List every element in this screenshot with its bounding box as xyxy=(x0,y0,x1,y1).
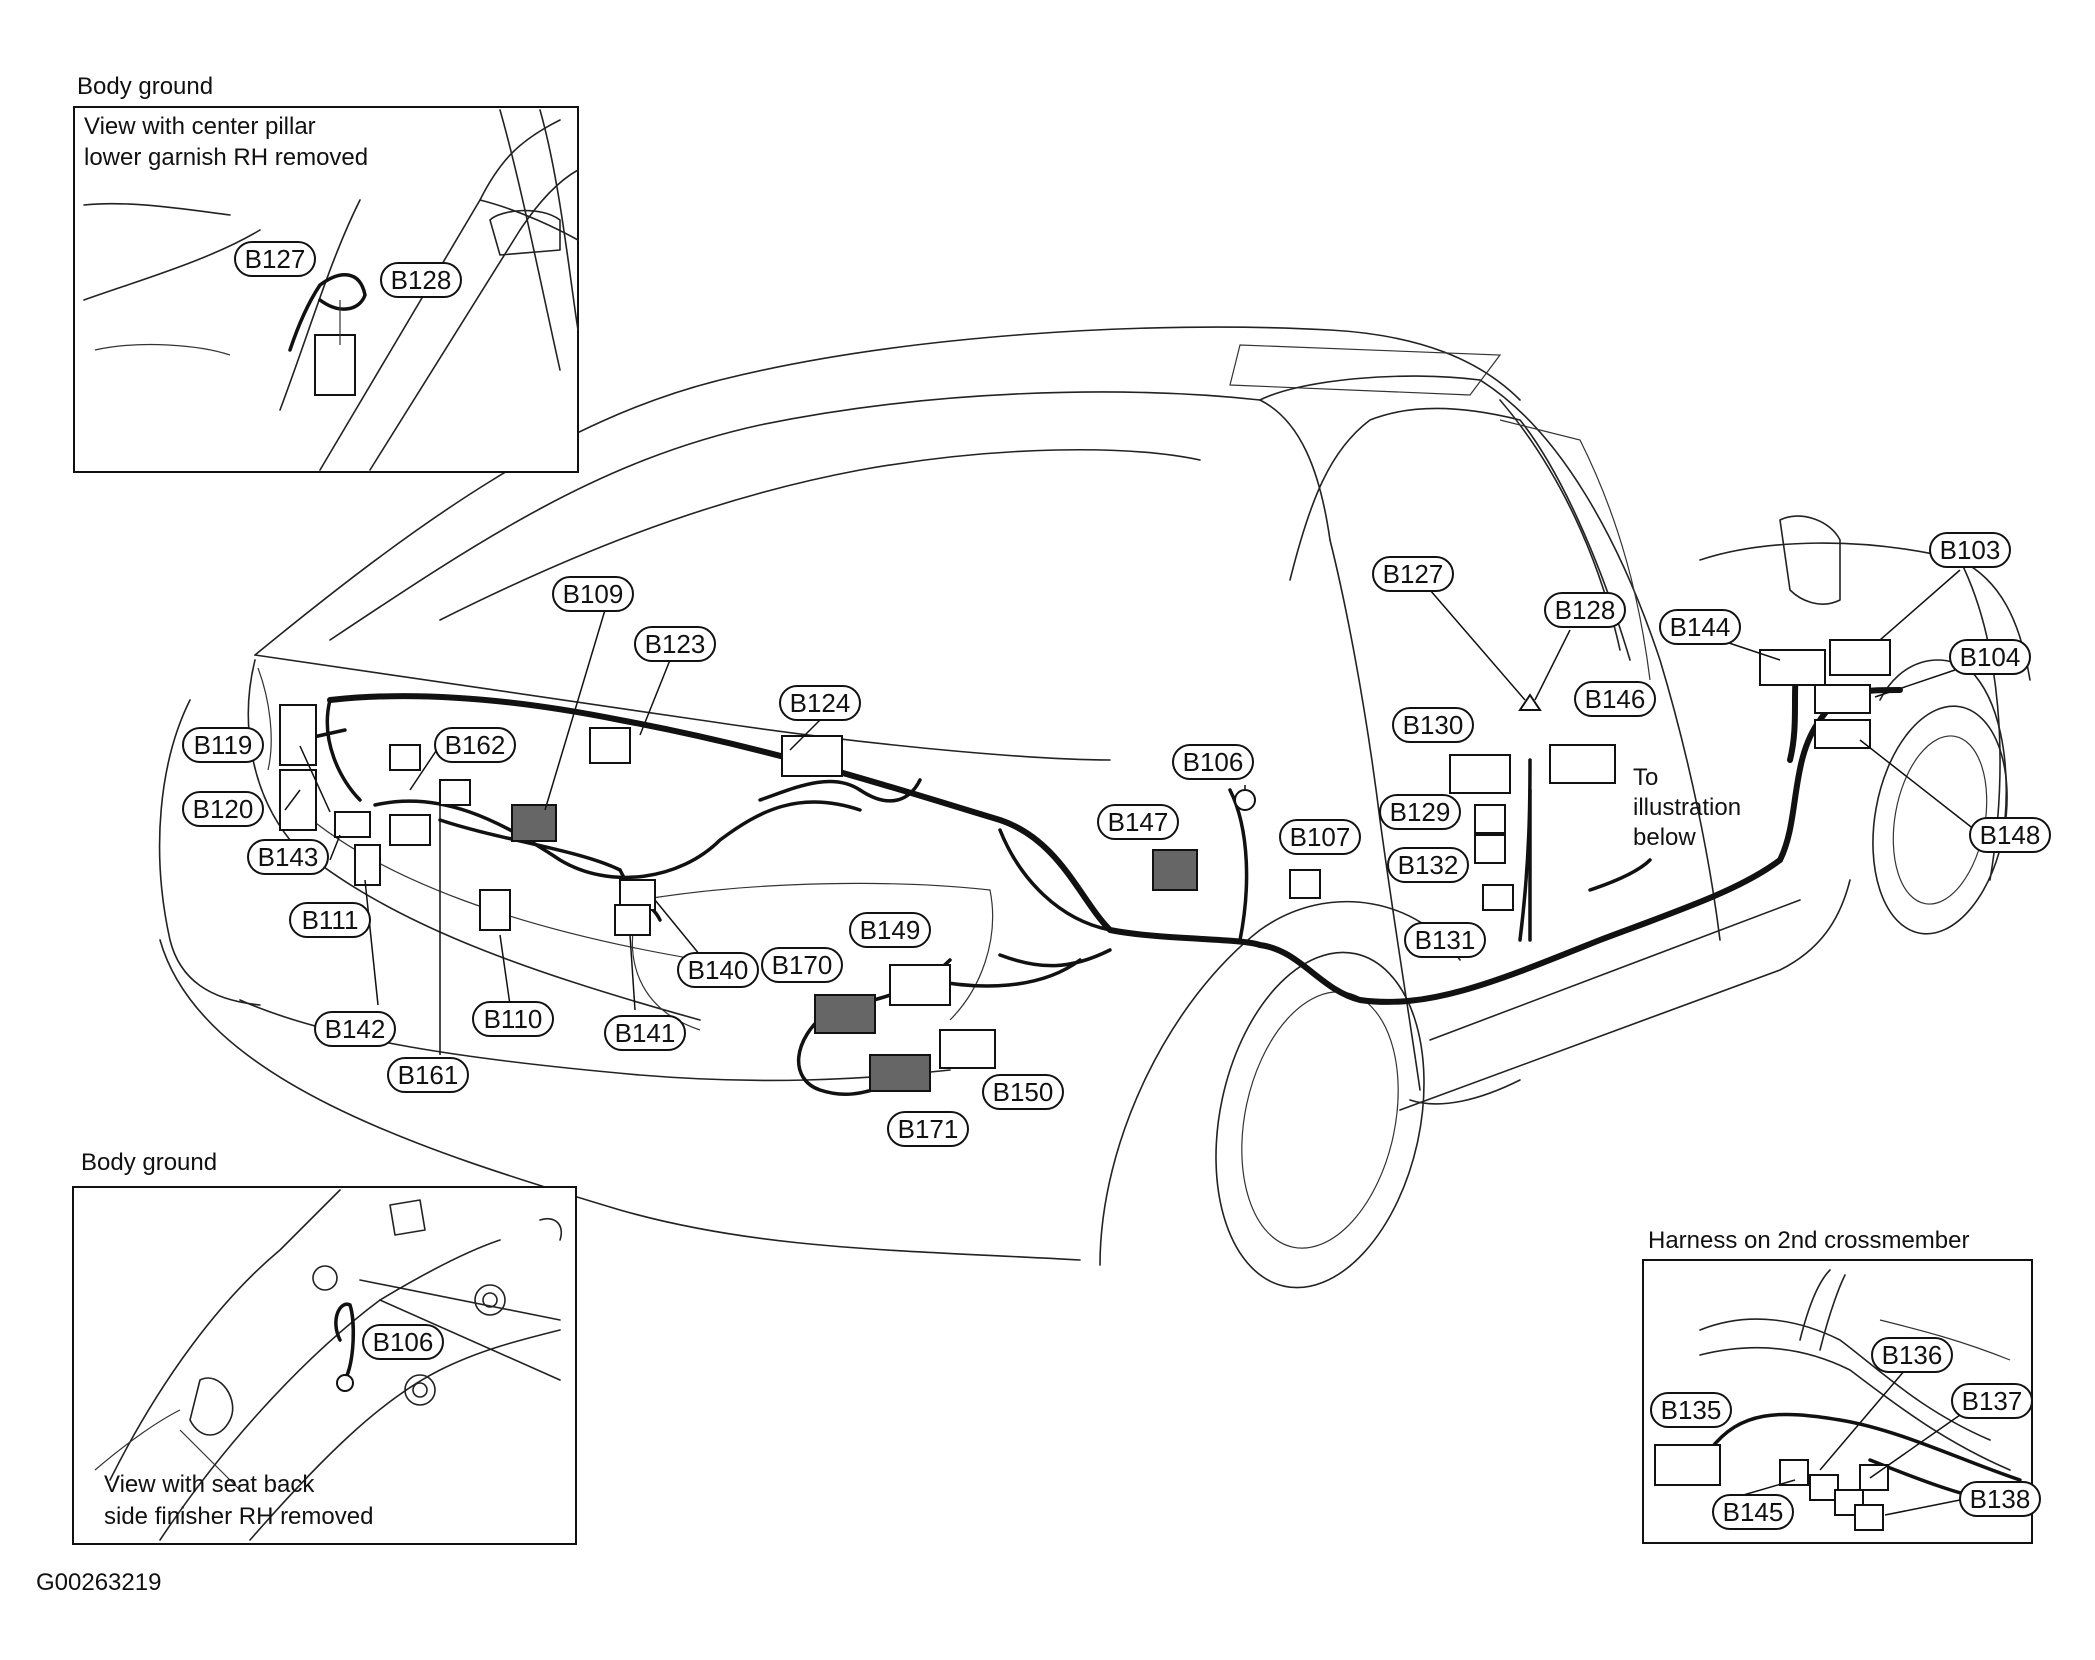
svg-text:B106: B106 xyxy=(373,1327,434,1357)
svg-text:B162: B162 xyxy=(445,730,506,760)
inset-bl-note-2: side finisher RH removed xyxy=(104,1503,373,1530)
inset-br-label-B137: B137 xyxy=(1951,1383,2033,1419)
label-B104: B104 xyxy=(1949,639,2031,675)
label-B120: B120 xyxy=(182,791,264,827)
inset-tl-heading: Body ground xyxy=(77,73,213,100)
inset-tl-note-2: lower garnish RH removed xyxy=(84,144,368,171)
note-below: below xyxy=(1633,824,1696,851)
svg-text:B127: B127 xyxy=(245,244,306,274)
label-B162: B162 xyxy=(434,727,516,763)
label-B147: B147 xyxy=(1097,804,1179,840)
svg-text:B148: B148 xyxy=(1980,820,2041,850)
svg-text:B140: B140 xyxy=(688,955,749,985)
svg-text:B161: B161 xyxy=(398,1060,459,1090)
svg-text:B136: B136 xyxy=(1882,1340,1943,1370)
label-B148: B148 xyxy=(1969,817,2051,853)
label-B110: B110 xyxy=(472,1001,554,1037)
label-B109: B109 xyxy=(552,576,634,612)
svg-text:B135: B135 xyxy=(1661,1395,1722,1425)
svg-text:B104: B104 xyxy=(1960,642,2021,672)
note-to: To xyxy=(1633,764,1658,791)
label-B106: B106 xyxy=(1172,744,1254,780)
svg-text:B107: B107 xyxy=(1290,822,1351,852)
svg-text:B131: B131 xyxy=(1415,925,1476,955)
svg-text:B171: B171 xyxy=(898,1114,959,1144)
svg-text:B137: B137 xyxy=(1962,1386,2023,1416)
label-B103: B103 xyxy=(1929,532,2011,568)
svg-text:B130: B130 xyxy=(1403,710,1464,740)
label-B141: B141 xyxy=(604,1015,686,1051)
inset-tl-note-1: View with center pillar xyxy=(84,113,316,140)
label-B149: B149 xyxy=(849,912,931,948)
svg-text:B150: B150 xyxy=(993,1077,1054,1107)
label-B144: B144 xyxy=(1659,609,1741,645)
inset-bl-note-1: View with seat back xyxy=(104,1471,315,1498)
svg-text:B111: B111 xyxy=(302,905,359,935)
leader-lines xyxy=(284,569,1976,1055)
svg-text:B132: B132 xyxy=(1398,850,1459,880)
svg-text:B128: B128 xyxy=(1555,595,1616,625)
label-B140: B140 xyxy=(677,952,759,988)
label-B129: B129 xyxy=(1379,794,1461,830)
inset-br-heading: Harness on 2nd crossmember xyxy=(1648,1227,1969,1254)
svg-text:B142: B142 xyxy=(325,1014,386,1044)
label-B107: B107 xyxy=(1279,819,1361,855)
svg-text:B109: B109 xyxy=(563,579,624,609)
inset-br-label-B145: B145 xyxy=(1712,1494,1794,1530)
label-B131: B131 xyxy=(1404,922,1486,958)
svg-text:B110: B110 xyxy=(484,1004,543,1034)
svg-text:B143: B143 xyxy=(258,842,319,872)
figure-id: G00263219 xyxy=(36,1569,161,1596)
label-B146: B146 xyxy=(1574,681,1656,717)
inset-bottom-right: Harness on 2nd crossmember B135 B136 B13… xyxy=(1642,1227,2041,1544)
label-B128: B128 xyxy=(1544,592,1626,628)
inset-bl-heading: Body ground xyxy=(81,1149,217,1176)
svg-text:B128: B128 xyxy=(391,265,452,295)
connectors xyxy=(279,639,1891,1092)
inset-top-left: Body ground View with center pillar lowe… xyxy=(73,73,579,473)
svg-text:B145: B145 xyxy=(1723,1497,1784,1527)
inset-br-label-B136: B136 xyxy=(1871,1337,1953,1373)
label-B132: B132 xyxy=(1387,847,1469,883)
inset-br-label-B135: B135 xyxy=(1650,1392,1732,1428)
label-B127: B127 xyxy=(1372,556,1454,592)
svg-text:B141: B141 xyxy=(615,1018,676,1048)
label-B150: B150 xyxy=(982,1074,1064,1110)
svg-text:B129: B129 xyxy=(1390,797,1451,827)
inset-tl-label-B128: B128 xyxy=(380,262,462,298)
svg-text:B123: B123 xyxy=(645,629,706,659)
svg-text:B106: B106 xyxy=(1183,747,1244,777)
label-B123: B123 xyxy=(634,626,716,662)
label-B119: B119 xyxy=(182,727,264,763)
svg-text:B149: B149 xyxy=(860,915,921,945)
label-B142: B142 xyxy=(314,1011,396,1047)
label-B111: B111 xyxy=(289,902,371,938)
main-labels: B109 B123 B124 B119 B162 B120 B143 B111 … xyxy=(182,532,2051,1147)
svg-text:B147: B147 xyxy=(1108,807,1169,837)
note-illustration: illustration xyxy=(1633,794,1741,821)
label-B161: B161 xyxy=(387,1057,469,1093)
svg-text:B119: B119 xyxy=(194,730,253,760)
label-B170: B170 xyxy=(761,947,843,983)
svg-text:B170: B170 xyxy=(772,950,833,980)
svg-text:B120: B120 xyxy=(193,794,254,824)
svg-text:B146: B146 xyxy=(1585,684,1646,714)
label-B130: B130 xyxy=(1392,707,1474,743)
svg-text:B138: B138 xyxy=(1970,1484,2031,1514)
label-B143: B143 xyxy=(247,839,329,875)
svg-text:B124: B124 xyxy=(790,688,851,718)
svg-text:B127: B127 xyxy=(1383,559,1444,589)
inset-tl-label-B127: B127 xyxy=(234,241,316,277)
label-B171: B171 xyxy=(887,1111,969,1147)
inset-br-label-B138: B138 xyxy=(1959,1481,2041,1517)
inset-bottom-left: Body ground B106 View with seat back sid… xyxy=(72,1149,577,1545)
svg-text:B144: B144 xyxy=(1670,612,1731,642)
svg-text:B103: B103 xyxy=(1940,535,2001,565)
inset-bl-label-B106: B106 xyxy=(362,1324,444,1360)
label-B124: B124 xyxy=(779,685,861,721)
